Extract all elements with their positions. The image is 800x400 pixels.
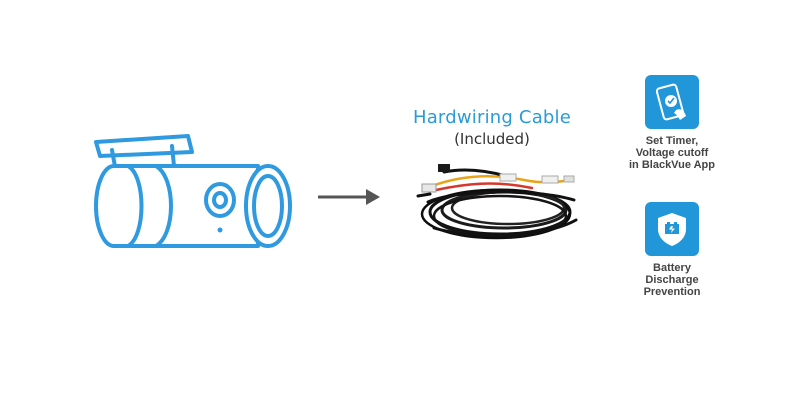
arrow-right-icon <box>318 189 380 205</box>
dashcam-illustration <box>94 134 292 248</box>
feature-caption-line: Battery <box>653 262 691 274</box>
feature-caption-line: Set Timer, <box>645 135 699 147</box>
product-subtitle: (Included) <box>454 130 530 148</box>
hardwiring-cable-image <box>416 164 578 240</box>
feature-tile-battery <box>645 202 699 256</box>
battery-shield-icon <box>658 213 686 246</box>
feature-caption-line: Discharge <box>645 274 699 286</box>
feature-caption-battery: Battery Discharge Prevention <box>617 262 727 298</box>
feature-tile-app <box>645 75 699 129</box>
feature-caption-line: in BlackVue App <box>629 159 715 171</box>
feature-caption-app: Set Timer, Voltage cutoff in BlackVue Ap… <box>617 135 727 171</box>
feature-caption-line: Voltage cutoff <box>635 147 709 159</box>
feature-caption-line: Prevention <box>643 286 701 298</box>
phone-app-icon <box>655 83 686 121</box>
product-title: Hardwiring Cable <box>412 107 572 128</box>
